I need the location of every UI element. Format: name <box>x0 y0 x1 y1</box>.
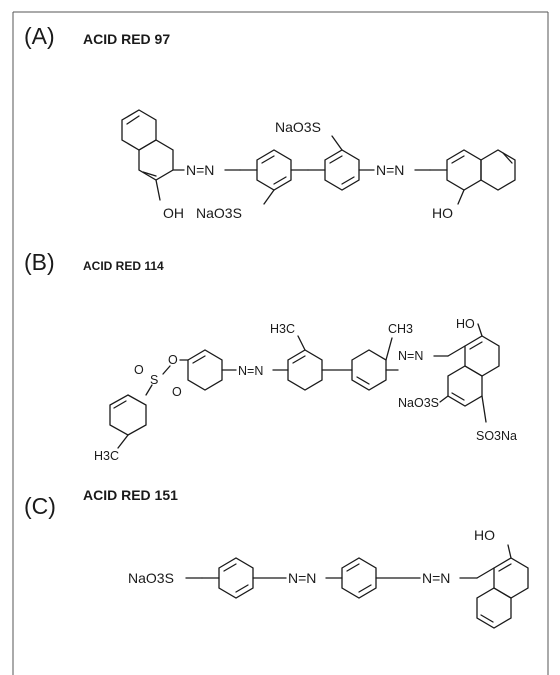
panel-c-letter: (C) <box>24 493 56 519</box>
a-azo-2: N=N <box>376 162 404 178</box>
a-left-naphthalene-ring-2 <box>138 139 174 181</box>
b-so3-bond-1 <box>439 395 449 403</box>
panel-b-letter: (B) <box>24 249 55 275</box>
a-ring1-double <box>273 176 287 185</box>
b-azo-1: N=N <box>238 364 263 378</box>
c-phenyl1-double <box>235 584 249 593</box>
a-ring2-double <box>341 176 355 185</box>
a-so3-bond-1 <box>263 189 275 205</box>
c-ho-bond <box>507 544 512 559</box>
c-azo-1: N=N <box>288 570 316 586</box>
acid-red-97-structure: OH N=N NaO3S NaO3S N=N HO <box>121 109 516 221</box>
c-phenyl2-double <box>358 584 372 593</box>
b-sulfonyl-s: S <box>150 373 158 387</box>
c-ho-label: HO <box>474 527 495 543</box>
b-ho-bond <box>477 323 483 337</box>
b-tolyl-methyl-label: H3C <box>94 449 119 463</box>
a-biphenyl-ring-1 <box>256 149 292 191</box>
b-azo-2: N=N <box>398 349 423 363</box>
b-naso3s-label: NaO3S <box>398 396 439 410</box>
b-tolyl-ring <box>109 394 147 436</box>
b-sulfonyl-o-left: O <box>134 363 144 377</box>
b-methyl1-bond <box>297 335 306 351</box>
a-oh-label: OH <box>163 205 184 221</box>
b-naph-link <box>447 345 466 357</box>
a-so3-bond-2 <box>331 135 343 151</box>
b-phenyl-ring-1 <box>187 349 223 391</box>
a-right-naphthalene-ring-2 <box>480 149 516 191</box>
c-naso3s-label: NaO3S <box>128 570 174 586</box>
c-phenyl2-double <box>346 563 360 572</box>
b-biphenyl2-double <box>356 376 370 385</box>
b-biphenyl1-double <box>292 355 306 364</box>
a-oh-bond <box>155 179 161 201</box>
b-biphenyl-ring-2 <box>351 349 387 391</box>
c-phenyl1-double <box>223 563 237 572</box>
b-tolyl-methyl-bond <box>117 434 129 449</box>
acid-red-151-structure: NaO3S N=N N=N HO <box>128 527 529 629</box>
c-naphthalene-ring-2 <box>476 587 512 629</box>
a-naso3s-label-1: NaO3S <box>196 205 242 221</box>
a-left-naphthalene-double <box>126 115 140 125</box>
c-phenyl-ring-1 <box>218 557 254 599</box>
c-naph-double <box>480 614 494 623</box>
c-phenyl-ring-2 <box>341 557 377 599</box>
a-azo-1: N=N <box>186 162 214 178</box>
b-methyl-1-label: H3C <box>270 322 295 336</box>
b-s-o-bond <box>162 365 171 375</box>
b-sulfonyl-o-right: O <box>172 385 182 399</box>
a-ho-label: HO <box>432 205 453 221</box>
b-ho-label: HO <box>456 317 475 331</box>
b-so3na-label: SO3Na <box>476 429 517 443</box>
b-ester-oxygen: O <box>168 353 178 367</box>
b-phenyl1-double <box>192 355 206 364</box>
b-sulfonyl-bond <box>145 384 153 396</box>
b-naph-double <box>451 392 465 401</box>
b-so3-bond-2 <box>481 395 487 423</box>
b-methyl2-bond <box>385 337 393 361</box>
b-tolyl-double <box>113 400 127 409</box>
c-naph-link <box>476 567 495 579</box>
c-azo-2: N=N <box>422 570 450 586</box>
panel-b-title: ACID RED 114 <box>83 259 164 273</box>
b-naph-double <box>469 341 483 350</box>
a-ring2-double <box>329 155 343 164</box>
panel-a-letter: (A) <box>24 23 55 49</box>
b-methyl-2-label: CH3 <box>388 322 413 336</box>
a-ho-bond <box>457 189 465 205</box>
a-left-naphthalene-double <box>142 171 157 177</box>
a-right-naph-double <box>502 152 513 164</box>
a-ring1-double <box>261 155 275 164</box>
panel-a-title: ACID RED 97 <box>83 31 170 47</box>
b-naphthalene-ring-2 <box>447 365 483 407</box>
acid-red-114-structure: H3C S O O O N=N H3C CH3 N=N <box>94 317 517 463</box>
panel-c-title: ACID RED 151 <box>83 487 178 503</box>
a-right-naph-double <box>451 155 465 164</box>
c-naph-double <box>498 563 512 572</box>
a-naso3s-label-2: NaO3S <box>275 119 321 135</box>
